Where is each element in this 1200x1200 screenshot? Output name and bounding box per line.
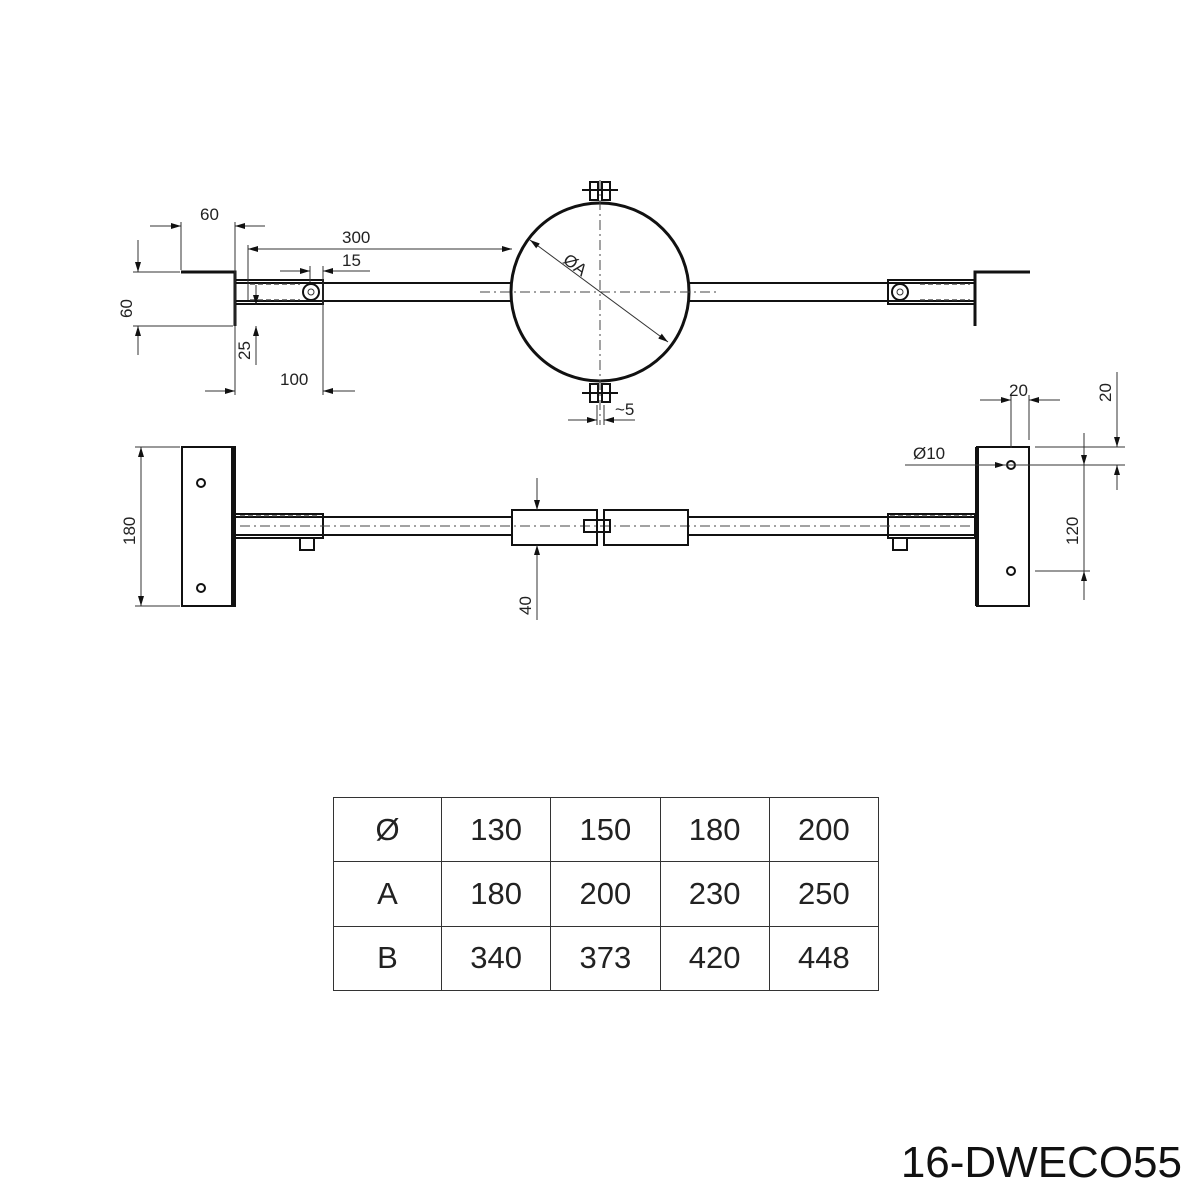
dim-20: 20 — [1009, 381, 1028, 400]
bolt-icon — [891, 283, 909, 301]
dim-15: 15 — [342, 251, 361, 270]
table-row: A 180 200 230 250 — [333, 861, 880, 927]
dim-120: 120 — [1063, 517, 1082, 545]
clamp-half-right — [603, 509, 689, 546]
table-cell: 340 — [440, 925, 552, 992]
table-cell: 230 — [659, 861, 770, 927]
table-cell: 200 — [768, 796, 880, 863]
mounting-hole — [1006, 566, 1016, 576]
dim-60-vertical: 60 — [117, 299, 136, 318]
product-code: 16-DWECO55 — [900, 1138, 1182, 1187]
right-bracket — [973, 270, 1030, 326]
dim-300: 300 — [342, 228, 370, 247]
dim-hole-diameter: Ø10 — [913, 444, 945, 463]
bottom-clamp-bolt — [582, 383, 618, 403]
table-cell: 373 — [550, 925, 661, 992]
top-view: 60 300 15 60 25 100 ØA ~5 — [117, 180, 1030, 425]
dim-20-vertical: 20 — [1096, 383, 1115, 402]
dim-25: 25 — [235, 341, 254, 360]
table-cell: 420 — [659, 925, 770, 992]
dim-40: 40 — [516, 596, 535, 615]
row-header: A — [333, 861, 442, 927]
top-clamp-bolt — [582, 181, 618, 201]
table-cell: 130 — [440, 796, 552, 863]
table-row: Ø 130 150 180 200 — [333, 796, 880, 863]
table-cell: 180 — [659, 796, 770, 863]
mounting-hole — [196, 583, 206, 593]
dim-60: 60 — [200, 205, 219, 224]
table-cell: 200 — [550, 861, 661, 927]
table-cell: 150 — [550, 796, 661, 863]
bolt-icon — [892, 537, 908, 551]
table-row: B 340 373 420 448 — [333, 925, 880, 992]
bolt-icon — [302, 283, 320, 301]
right-wall-plate — [976, 446, 1030, 607]
row-header: Ø — [333, 796, 442, 863]
bolt-icon — [299, 537, 315, 551]
dim-gap: ~5 — [615, 400, 634, 419]
row-header: B — [333, 925, 442, 992]
table-cell: 250 — [768, 861, 880, 927]
clamp-bolt — [583, 519, 611, 533]
clamp-half-left — [511, 509, 598, 546]
dim-180: 180 — [120, 517, 139, 545]
left-bracket — [181, 270, 237, 326]
table-cell: 448 — [768, 925, 880, 992]
left-wall-plate — [181, 446, 236, 607]
dim-100: 100 — [280, 370, 308, 389]
dim-diameter-a: ØA — [560, 250, 592, 280]
mounting-hole — [196, 478, 206, 488]
table-cell: 180 — [440, 861, 552, 927]
dimension-table: Ø 130 150 180 200 A 180 200 230 250 B 34… — [333, 796, 880, 992]
front-view: 180 40 120 20 20 Ø10 — [120, 372, 1125, 620]
right-sleeve — [887, 279, 976, 305]
